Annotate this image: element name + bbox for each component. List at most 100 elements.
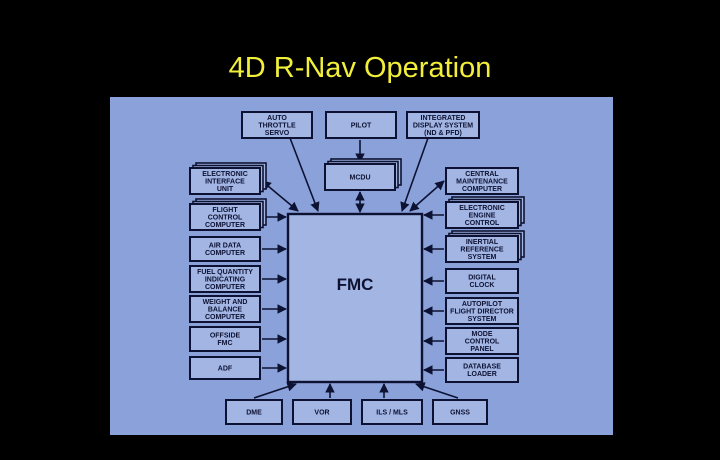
auto-throttle-servo-label-line: AUTO xyxy=(267,115,287,122)
flight-control-computer-label-line: FLIGHT xyxy=(212,207,238,214)
gnss-box: GNSS xyxy=(432,399,488,425)
arrow-auto-throttle xyxy=(289,137,320,212)
fmc-box: FMC xyxy=(286,212,424,384)
gnss-label-line: GNSS xyxy=(450,409,470,416)
mcdu-frame xyxy=(324,163,396,191)
integrated-display-system-label-line: DISPLAY SYSTEM xyxy=(413,122,473,129)
electronic-engine-control-label-line: ENGINE xyxy=(469,212,496,219)
offside-fmc-label-line: OFFSIDE xyxy=(210,333,241,340)
fuel-quantity-indicating-computer-label-line: COMPUTER xyxy=(205,284,245,291)
arrow-central-maintenance-computer xyxy=(409,180,445,212)
ils-mls-label-line: ILS / MLS xyxy=(376,409,408,416)
adf-label-line: ADF xyxy=(218,365,233,372)
flight-control-computer-label-line: COMPUTER xyxy=(205,222,245,229)
database-loader-frame xyxy=(445,357,519,383)
electronic-interface-unit-frame xyxy=(189,167,261,195)
database-loader-label-line: DATABASE xyxy=(463,364,501,371)
arrow-display-system xyxy=(400,137,429,212)
ils-mls-frame xyxy=(361,399,423,425)
offside-fmc-frame xyxy=(189,326,261,352)
flight-control-computer-label-line: CONTROL xyxy=(208,214,243,221)
mcdu-label-line: MCDU xyxy=(350,174,371,181)
arrow-dme xyxy=(253,382,297,399)
fuel-quantity-indicating-computer-frame xyxy=(189,265,261,293)
integrated-display-system-label-line: (ND & PFD) xyxy=(424,130,462,137)
fmc-frame xyxy=(286,212,424,384)
autopilot-flight-director-system-frame xyxy=(445,297,519,325)
inertial-reference-system-frame xyxy=(445,235,519,263)
arrow-electronic-interface-unit xyxy=(261,180,299,212)
fuel-quantity-indicating-computer-label-line: FUEL QUANTITY xyxy=(197,269,253,276)
digital-clock-label-line: CLOCK xyxy=(470,282,495,289)
mode-control-panel-label-line: MODE xyxy=(472,331,493,338)
digital-clock-label-line: DIGITAL xyxy=(468,275,496,282)
vor-frame xyxy=(292,399,352,425)
electronic-interface-unit-label-line: UNIT xyxy=(217,186,234,193)
vor-label-line: VOR xyxy=(314,409,329,416)
integrated-display-system-frame xyxy=(406,111,480,139)
electronic-interface-unit-label-line: ELECTRONIC xyxy=(202,171,248,178)
weight-and-balance-computer-frame xyxy=(189,295,261,323)
dme-box: DME xyxy=(225,399,283,425)
ils-mls-box: ILS / MLS xyxy=(361,399,423,425)
arrow-gnss xyxy=(415,382,459,399)
inertial-reference-system-label-line: SYSTEM xyxy=(468,254,497,261)
fmc-label: FMC xyxy=(337,275,374,294)
auto-throttle-servo-label-line: SERVO xyxy=(265,130,290,137)
electronic-engine-control-frame xyxy=(445,201,519,229)
air-data-computer-frame xyxy=(189,236,261,262)
pilot-label-line: PILOT xyxy=(351,122,372,129)
gnss-frame xyxy=(432,399,488,425)
electronic-interface-unit-label-line: INTERFACE xyxy=(205,178,245,185)
air-data-computer-label-line: AIR DATA xyxy=(209,243,241,250)
autopilot-flight-director-system-label-line: AUTOPILOT xyxy=(462,301,503,308)
auto-throttle-servo-frame xyxy=(241,111,313,139)
electronic-engine-control-label-line: ELECTRONIC xyxy=(459,205,505,212)
slide-title: 4D R-Nav Operation xyxy=(228,52,492,84)
offside-fmc-label-line: FMC xyxy=(217,340,232,347)
dme-frame xyxy=(225,399,283,425)
mode-control-panel-label-line: PANEL xyxy=(470,346,494,353)
integrated-display-system-label-line: INTEGRATED xyxy=(421,115,466,122)
central-maintenance-computer-label-line: COMPUTER xyxy=(462,186,502,193)
mode-control-panel-label-line: CONTROL xyxy=(465,338,500,345)
electronic-engine-control-label-line: CONTROL xyxy=(465,220,500,227)
autopilot-flight-director-system-label-line: SYSTEM xyxy=(468,316,497,323)
inertial-reference-system-label-line: REFERENCE xyxy=(460,246,504,253)
fuel-quantity-indicating-computer-label-line: INDICATING xyxy=(205,276,246,283)
adf-frame xyxy=(189,356,261,380)
mode-control-panel-frame xyxy=(445,327,519,355)
vor-box: VOR xyxy=(292,399,352,425)
air-data-computer-label-line: COMPUTER xyxy=(205,250,245,257)
central-maintenance-computer-frame xyxy=(445,167,519,195)
mcdu-box: MCDU xyxy=(324,158,402,191)
central-maintenance-computer-label-line: MAINTENANCE xyxy=(456,178,508,185)
pilot-frame xyxy=(325,111,397,139)
pilot-box: PILOT xyxy=(325,111,397,139)
adf-box: ADF xyxy=(189,356,261,380)
inertial-reference-system-label-line: INERTIAL xyxy=(466,239,499,246)
dme-label-line: DME xyxy=(246,409,262,416)
central-maintenance-computer-label-line: CENTRAL xyxy=(465,171,499,178)
weight-and-balance-computer-label-line: WEIGHT AND xyxy=(203,299,248,306)
weight-and-balance-computer-label-line: COMPUTER xyxy=(205,314,245,321)
autopilot-flight-director-system-label-line: FLIGHT DIRECTOR xyxy=(450,308,514,315)
flight-control-computer-frame xyxy=(189,203,261,231)
